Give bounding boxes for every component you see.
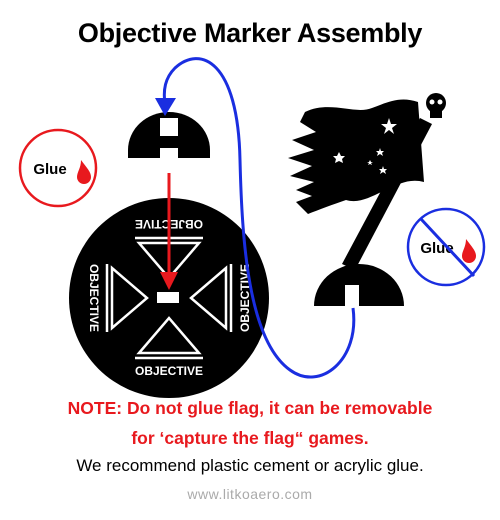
- peg-slot: [157, 292, 179, 303]
- flag-stars: [333, 118, 397, 174]
- blue-flag-path-arrow: [155, 57, 356, 379]
- right-triangle: [189, 265, 228, 331]
- glue-drop-icon: [77, 160, 91, 184]
- no-glue-callout: Glue: [406, 207, 486, 287]
- left-triangle: [110, 265, 149, 331]
- page-title: Objective Marker Assembly: [77, 18, 423, 48]
- dome-peg-top: [128, 112, 210, 160]
- objective-label-bottom: OBJECTIVE: [135, 364, 203, 378]
- objective-marker-base: OBJECTIVE OBJECTIVE OBJECTIVE OBJECTIVE: [69, 198, 269, 398]
- red-assembly-arrow: [160, 173, 178, 290]
- glue-callout: Glue: [18, 128, 98, 208]
- skull-icon: [426, 93, 446, 118]
- bottom-triangle: [136, 316, 202, 355]
- flag-piece: [288, 93, 446, 307]
- svg-text:Glue: Glue: [33, 161, 66, 178]
- website-link[interactable]: www.litkoaero.com: [187, 486, 313, 502]
- note-line-2: for ‘capture the flag“ games.: [131, 428, 369, 448]
- no-glue-icon: [419, 217, 476, 278]
- objective-label-left: OBJECTIVE: [87, 264, 101, 332]
- note-line-1: NOTE: Do not glue flag, it can be remova…: [67, 398, 433, 418]
- recommendation-text: We recommend plastic cement or acrylic g…: [76, 456, 424, 475]
